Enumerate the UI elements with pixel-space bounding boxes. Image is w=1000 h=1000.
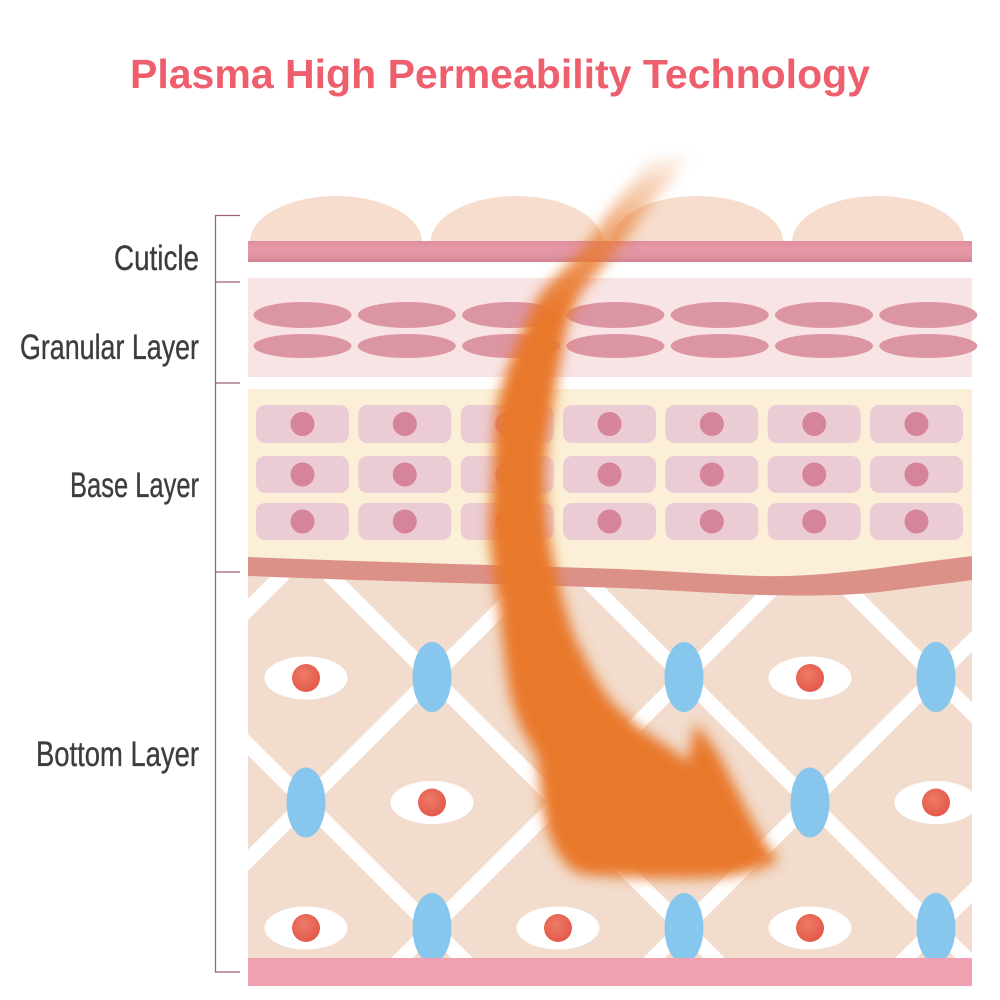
svg-text:Plasma High Permeability Techn: Plasma High Permeability Technology — [130, 51, 870, 97]
svg-text:Cuticle: Cuticle — [114, 239, 199, 278]
svg-text:Bottom Layer: Bottom Layer — [36, 735, 199, 774]
svg-text:Granular Layer: Granular Layer — [20, 328, 199, 367]
svg-text:Base Layer: Base Layer — [70, 466, 199, 505]
